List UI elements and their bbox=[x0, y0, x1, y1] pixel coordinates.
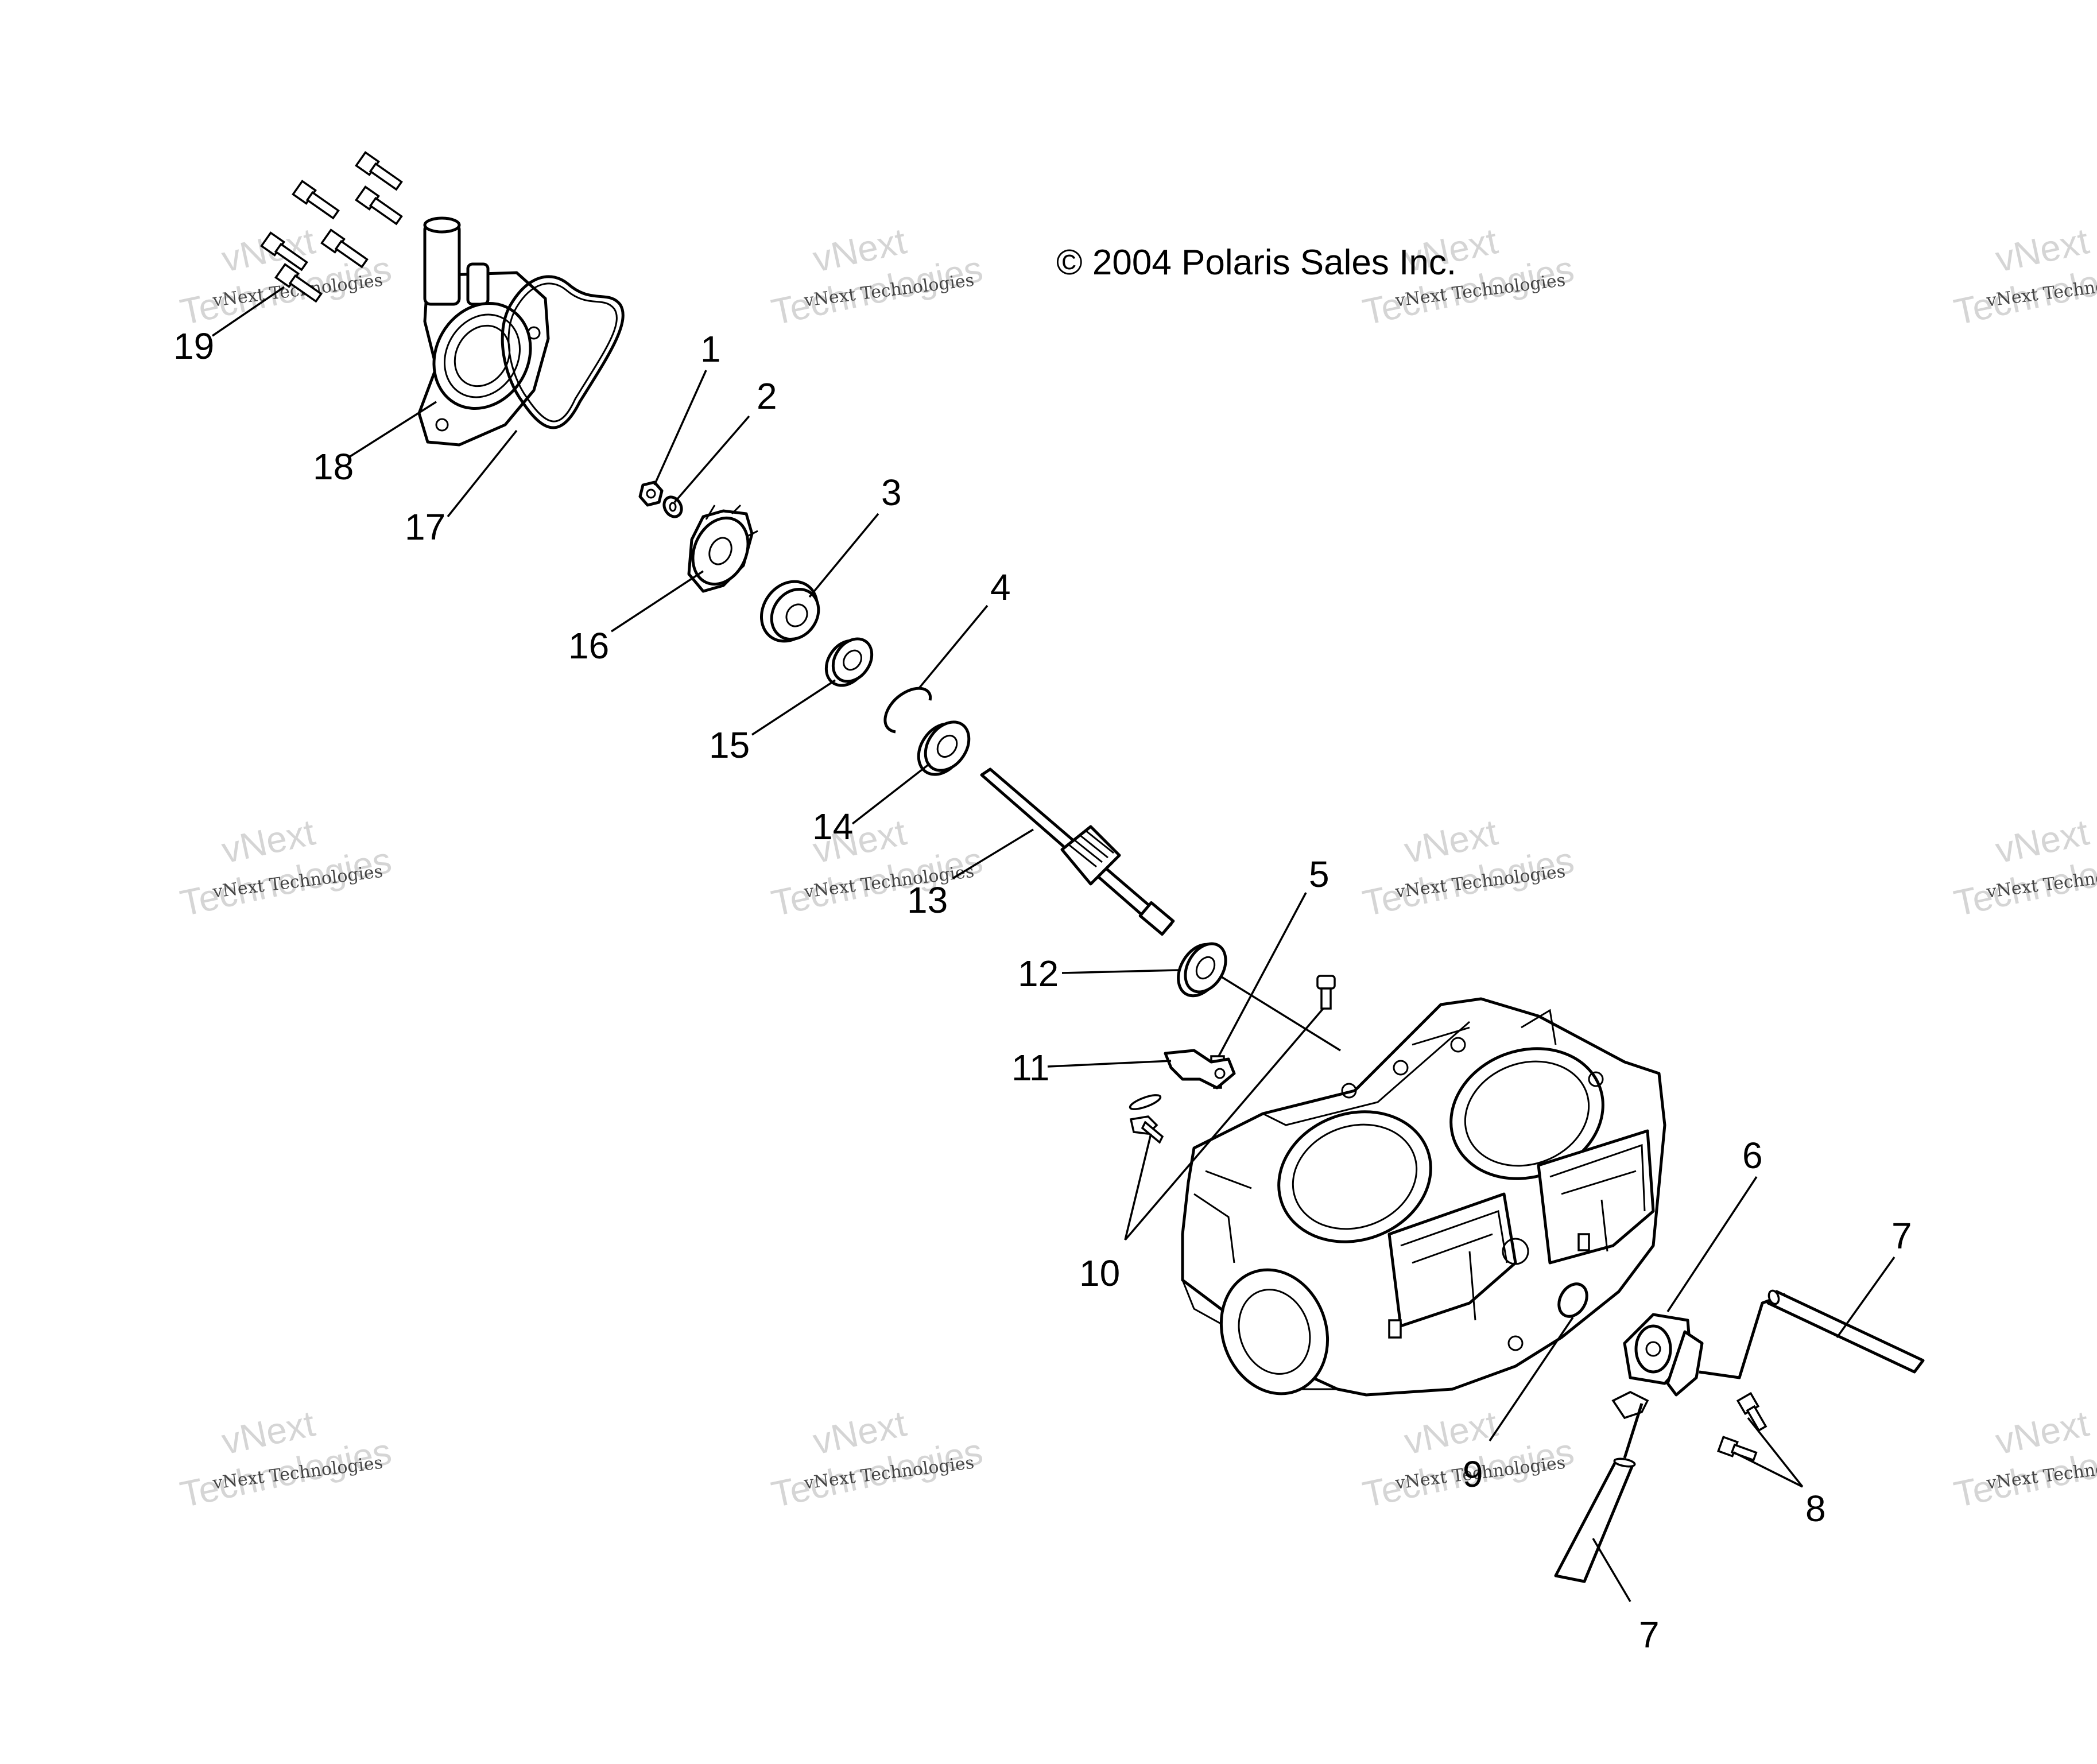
part-16-impeller bbox=[687, 504, 758, 593]
part-2-washer bbox=[662, 495, 683, 518]
callout-12: 12 bbox=[1018, 953, 1059, 994]
copyright-text: © 2004 Polaris Sales Inc. bbox=[1056, 243, 1456, 282]
part-8-bolts bbox=[1717, 1391, 1767, 1461]
watermark: vNext Technologies vNext Technologies bbox=[1951, 811, 2097, 924]
part-14-bearing bbox=[917, 720, 971, 776]
callout-11: 11 bbox=[1011, 1047, 1049, 1088]
watermark: vNext Technologies vNext Technologies bbox=[1359, 1402, 1577, 1515]
part-10-fasteners bbox=[1129, 975, 1336, 1144]
callout-18: 18 bbox=[313, 446, 354, 487]
callout-7-lower: 7 bbox=[1639, 1614, 1660, 1656]
callout-19: 19 bbox=[173, 325, 214, 367]
callout-14: 14 bbox=[812, 806, 853, 847]
leader-lines bbox=[212, 286, 1896, 1602]
callout-17: 17 bbox=[405, 506, 445, 548]
callout-13: 13 bbox=[907, 879, 948, 921]
watermark: vNext Technologies vNext Technologies bbox=[768, 1402, 986, 1515]
part-9-oring bbox=[1557, 1282, 1588, 1318]
part-3-seal bbox=[759, 580, 820, 643]
part-7-hose-lower bbox=[1554, 1403, 1644, 1583]
callout-15: 15 bbox=[709, 724, 750, 766]
part-11-bracket bbox=[1164, 1049, 1236, 1090]
callout-7-upper: 7 bbox=[1891, 1215, 1912, 1257]
part-6-oil-pump bbox=[1611, 1313, 1704, 1420]
callout-6: 6 bbox=[1742, 1135, 1763, 1176]
watermark: vNext Technologies vNext Technologies bbox=[768, 811, 986, 924]
callout-3: 3 bbox=[881, 472, 902, 513]
part-18-pump-cover bbox=[417, 216, 550, 447]
part-15-bearing bbox=[824, 637, 874, 687]
crankcase-block bbox=[1181, 997, 1666, 1397]
part-7-hose-upper bbox=[1699, 1289, 1925, 1379]
callout-1: 1 bbox=[700, 328, 721, 370]
part-17-gasket bbox=[501, 275, 625, 429]
watermark: vNext Technologies vNext Technologies bbox=[1951, 1402, 2097, 1515]
part-13-shaft bbox=[980, 767, 1175, 936]
callout-16: 16 bbox=[568, 625, 609, 666]
watermark: vNext Technologies vNext Technologies bbox=[768, 220, 986, 333]
watermark: vNext Technologies vNext Technologies bbox=[177, 1402, 395, 1515]
callout-5: 5 bbox=[1309, 854, 1329, 895]
callout-8: 8 bbox=[1805, 1488, 1826, 1529]
callout-10: 10 bbox=[1079, 1253, 1120, 1294]
watermark: vNext Technologies vNext Technologies bbox=[177, 811, 395, 924]
callout-9: 9 bbox=[1463, 1453, 1483, 1495]
part-4-circlip bbox=[883, 687, 932, 734]
watermark: vNext Technologies vNext Technologies bbox=[1951, 220, 2097, 333]
part-12-bearing bbox=[1177, 942, 1227, 998]
watermark: vNext Technologies vNext Technologies bbox=[1359, 811, 1577, 924]
callout-4: 4 bbox=[990, 567, 1011, 608]
callout-2: 2 bbox=[757, 375, 777, 417]
part-1-nut bbox=[638, 480, 664, 507]
callout-labels: 1 2 3 4 5 6 7 7 8 9 10 11 12 13 14 15 16… bbox=[173, 325, 1912, 1656]
part-19-bolts bbox=[260, 151, 403, 303]
